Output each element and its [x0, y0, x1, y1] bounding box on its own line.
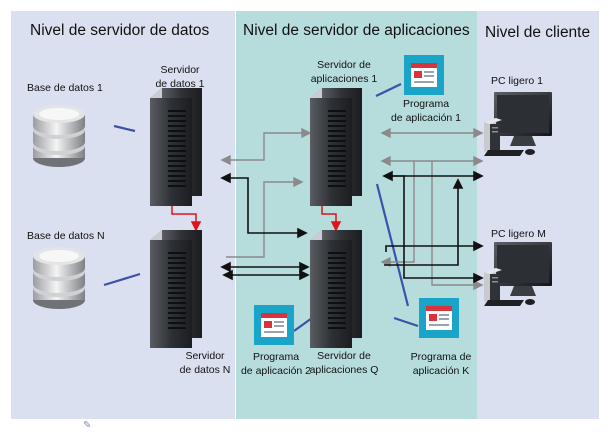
app-server-q-label-line2: aplicaciones Q: [309, 364, 379, 376]
app-server-1-label: Servidor de aplicaciones 1: [302, 58, 386, 86]
application-tier-title: Nivel de servidor de aplicaciones: [243, 22, 470, 39]
app-server-1-label-line2: aplicaciones 1: [310, 73, 378, 85]
program-2-label-line1: Programa: [252, 351, 300, 363]
program2-link: [293, 317, 313, 332]
data-server-1-label-line1: Servidor: [160, 64, 200, 76]
programK-link: [375, 183, 410, 307]
data-server-1-label-line2: de datos 1: [155, 78, 205, 90]
data-server-n-icon: [150, 230, 202, 348]
app-server-q-label: Servidor de aplicaciones Q: [302, 349, 386, 377]
client-pc-1-label: PC ligero 1: [491, 75, 543, 87]
blue-connectors: [103, 83, 419, 332]
app-server-1-icon: [310, 88, 362, 206]
database-1-label: Base de datos 1: [27, 82, 103, 94]
client-tier-zone: [477, 11, 599, 419]
client-tier-title: Nivel de cliente: [485, 24, 591, 41]
program1-link: [375, 83, 402, 97]
programK-short-link: [393, 316, 419, 328]
database-1-icon: [33, 105, 85, 167]
data-server-1-icon: [150, 88, 202, 206]
data-server-n-label: Servidor de datos N: [170, 349, 240, 377]
program-1-label: Programa de aplicación 1: [384, 97, 468, 125]
client-pc-m-label: PC ligero M: [491, 228, 546, 240]
program-k-icon: [419, 298, 459, 338]
program-1-label-line1: Programa: [402, 98, 450, 110]
app-server-1-label-line1: Servidor de: [317, 59, 371, 71]
program-2-label: Programa de aplicación 2: [234, 350, 318, 378]
program-1-icon: [404, 55, 444, 95]
database-n-label: Base de datos N: [27, 230, 105, 242]
request-arrows: [220, 127, 484, 291]
data-server-n-label-line1: Servidor: [185, 350, 225, 362]
pen-mark-icon: ✎: [83, 420, 92, 431]
db1-to-server1-link: [113, 124, 136, 133]
app-server-q-icon: [310, 230, 362, 348]
dbN-to-serverN-link: [103, 272, 141, 287]
program-k-label: Programa de aplicación K: [410, 351, 472, 377]
data-tier-zone: [11, 11, 235, 419]
database-n-icon: [33, 247, 85, 309]
program-2-icon: [254, 305, 294, 345]
app-server-q-label-line1: Servidor de: [317, 350, 371, 362]
data-tier-title: Nivel de servidor de datos: [30, 22, 210, 39]
client-pc-m-icon: [484, 242, 552, 306]
data-server-n-label-line2: de datos N: [179, 364, 231, 376]
program-1-label-line2: de aplicación 1: [390, 112, 462, 124]
data-server-1-label: Servidor de datos 1: [145, 63, 215, 91]
response-arrows: [220, 170, 484, 284]
client-pc-1-icon: [484, 92, 552, 156]
program-2-label-line2: de aplicación 2: [240, 365, 312, 377]
